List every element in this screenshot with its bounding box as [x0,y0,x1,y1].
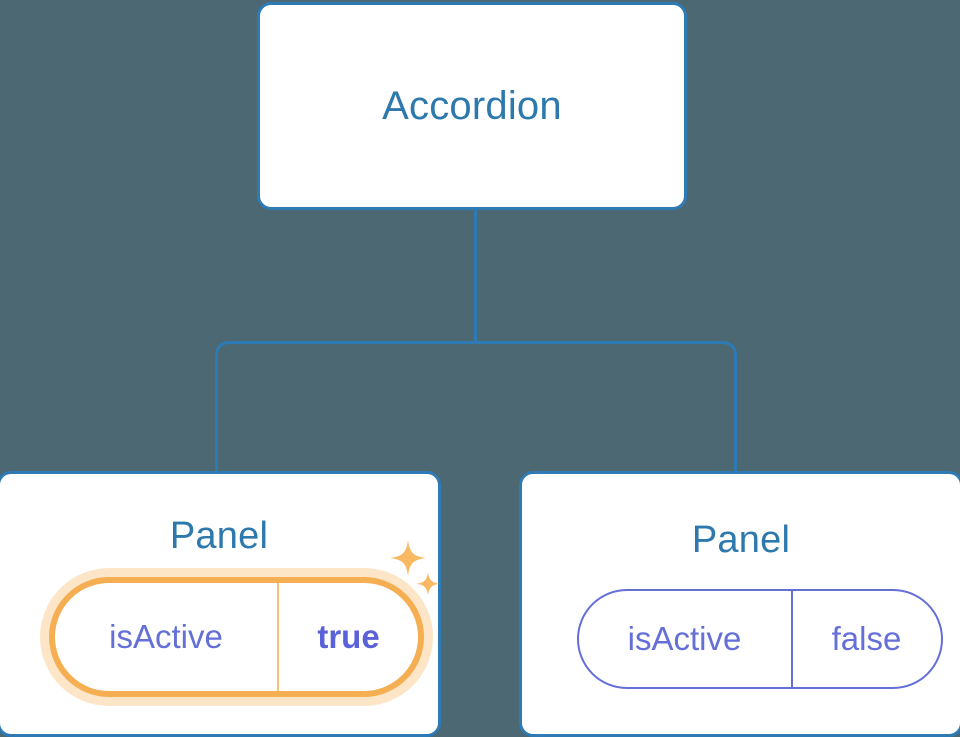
connector-bus [215,341,737,471]
prop-pill-is-active-true[interactable]: isActive true [49,577,424,697]
node-panel-inactive[interactable]: Panel isActive false [519,471,960,737]
prop-value: true [277,583,418,691]
prop-value: false [790,591,941,687]
prop-key: isActive [627,620,742,657]
node-panel-active[interactable]: Panel isActive true [0,471,441,737]
node-accordion[interactable]: Accordion [257,2,687,210]
prop-pill-inactive-wrap: isActive false [576,589,943,689]
node-panel-inactive-title: Panel [691,519,791,561]
prop-key: isActive [109,618,223,655]
node-panel-active-title: Panel [169,515,269,557]
node-accordion-title: Accordion [382,84,562,128]
prop-pill-is-active-false[interactable]: isActive false [576,589,943,689]
prop-pill-active-wrap: isActive true [49,577,424,697]
